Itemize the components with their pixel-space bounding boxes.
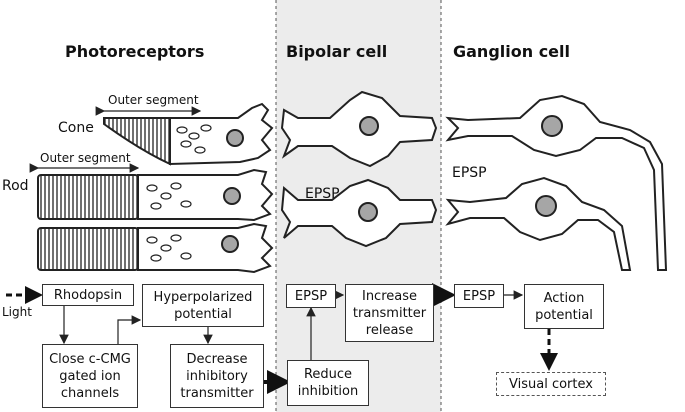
box-rhodopsin: Rhodopsin: [42, 284, 134, 306]
rod-2-nucleus: [221, 235, 239, 253]
box-close-channels: Close c-CMG gated ion channels: [42, 344, 138, 408]
box-visual-cortex: Visual cortex: [496, 372, 606, 396]
bipolar-1-nucleus: [359, 116, 379, 136]
label-outer-segment-cone: Outer segment: [108, 93, 199, 107]
bipolar-cell-1: [280, 90, 438, 168]
rod-1-nucleus: [223, 187, 241, 205]
box-action: Action potential: [524, 284, 604, 329]
box-epsp-bipolar: EPSP: [286, 284, 336, 308]
label-cone: Cone: [58, 120, 94, 136]
box-reduce: Reduce inhibition: [287, 360, 369, 406]
label-rod: Rod: [2, 178, 29, 194]
bipolar-2-nucleus: [358, 202, 378, 222]
box-decrease: Decrease inhibitory transmitter: [170, 344, 264, 408]
header-bipolar: Bipolar cell: [286, 42, 388, 61]
label-epsp-ganglion: EPSP: [452, 165, 487, 181]
label-light: Light: [2, 305, 32, 319]
label-epsp-bipolar: EPSP: [305, 186, 340, 202]
cone-nucleus: [226, 129, 244, 147]
ganglion-cell-2: [445, 176, 632, 271]
ganglion-cell-1: [445, 94, 668, 271]
header-photoreceptors: Photoreceptors: [65, 42, 205, 61]
bipolar-cell-2: [280, 178, 438, 248]
rod-cell-2: [37, 222, 274, 274]
rod-cell-1: [37, 168, 274, 222]
ganglion-2-nucleus: [535, 195, 557, 217]
label-outer-segment-rod: Outer segment: [40, 151, 131, 165]
box-hyperpolarized: Hyperpolarized potential: [142, 284, 264, 327]
box-increase: Increase transmitter release: [345, 284, 434, 342]
cone-cell: [103, 102, 274, 166]
box-epsp-ganglion: EPSP: [454, 284, 504, 308]
header-ganglion: Ganglion cell: [453, 42, 570, 61]
ganglion-1-nucleus: [541, 115, 563, 137]
